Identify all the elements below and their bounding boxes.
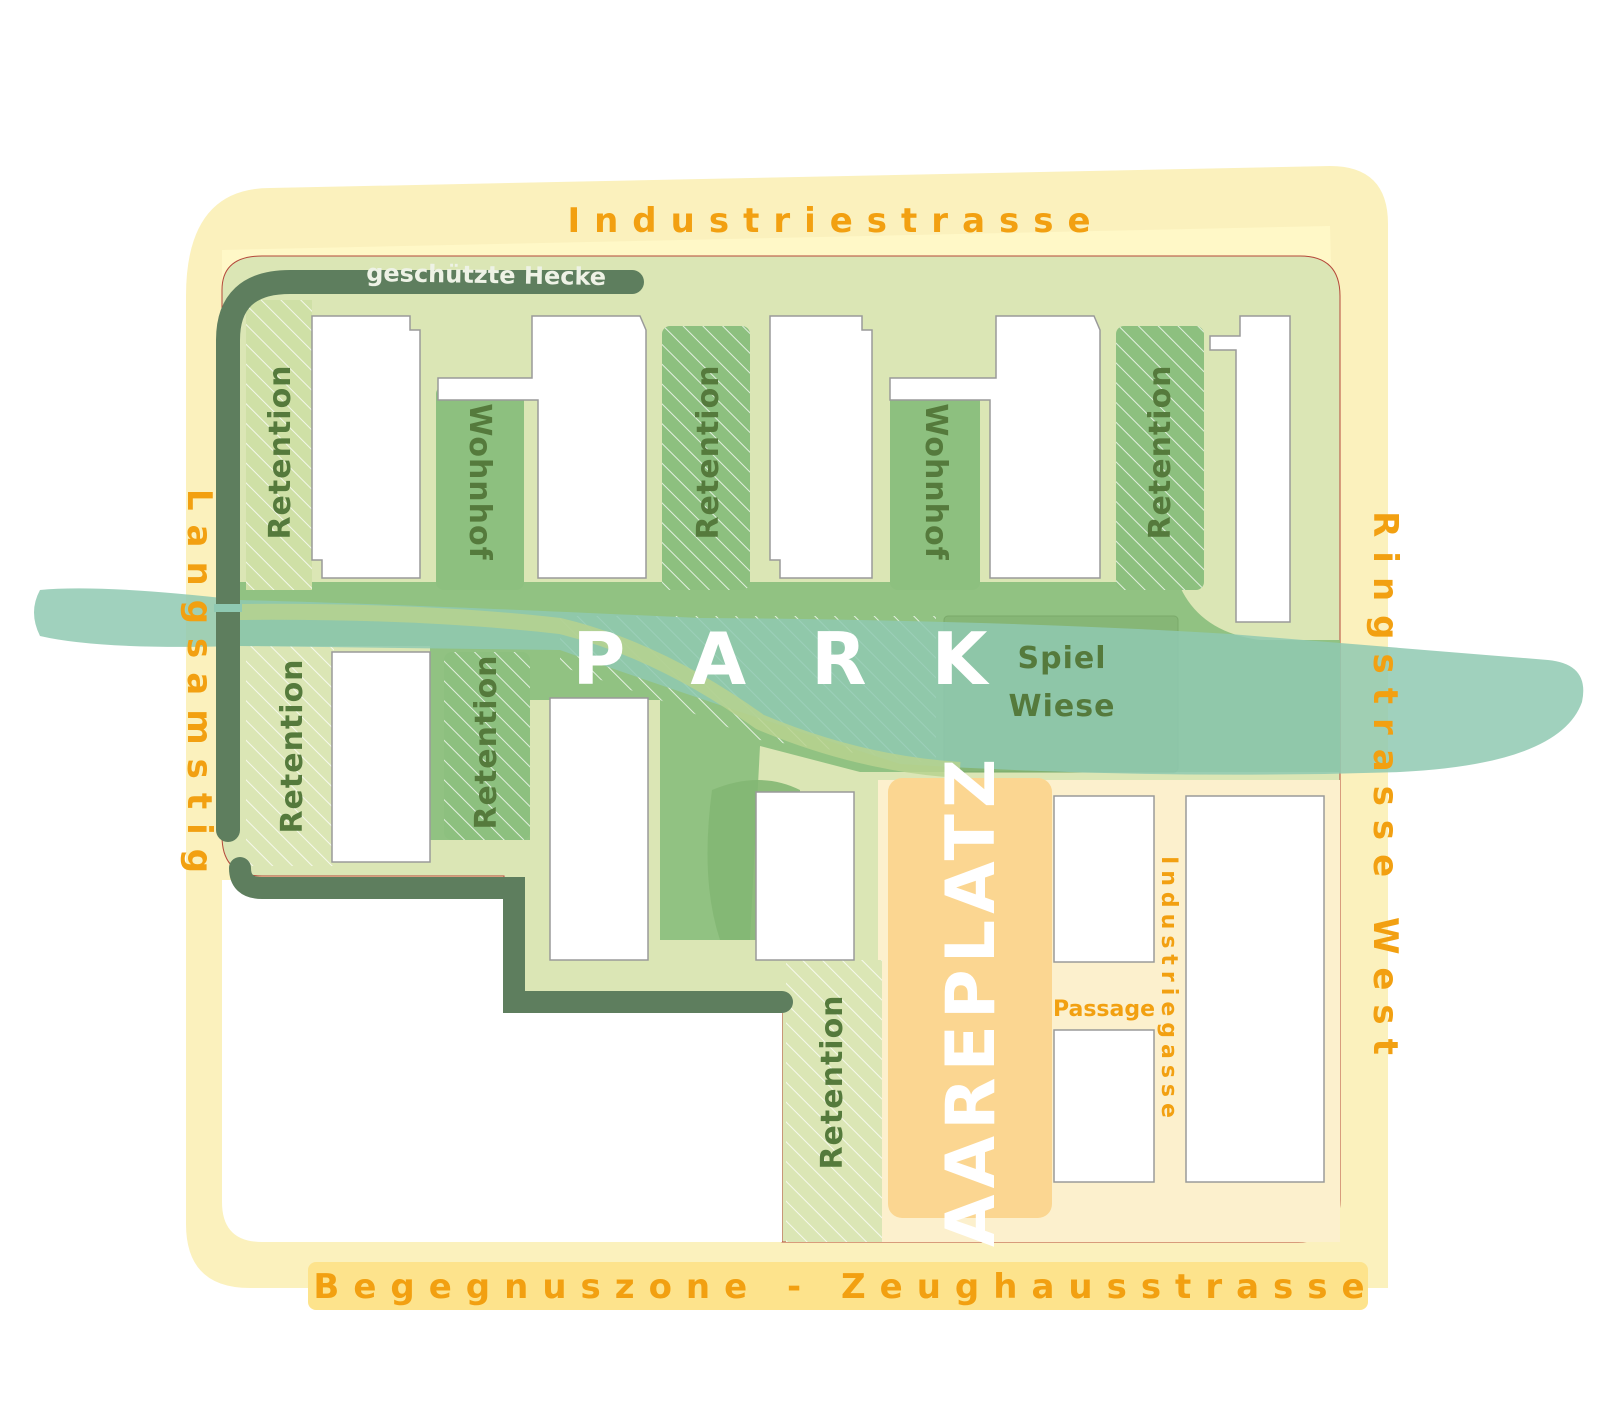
building-3 [769,315,873,579]
retention-label-2: Retention [691,364,726,539]
park-label: P A R K [573,617,1008,701]
courtyard-strip-1 [436,386,524,590]
retention-label-6: Retention [815,994,850,1169]
retention-strip-6-hatch [786,960,882,1242]
retention-label-3: Retention [1143,364,1178,539]
south-street-band [308,1262,1368,1310]
building-9 [1053,795,1155,963]
retention-strip-5-hatch [444,652,530,840]
passage-label: Passage [1053,997,1155,1022]
retention-strip-1-hatch [246,300,312,590]
street-label-south: Begegnuszone - Zeughausstrasse [313,1267,1378,1307]
street-label-east: Ringstrasse West [1365,511,1405,1069]
building-4 [889,315,1101,579]
retention-label-1: Retention [263,364,298,539]
lane-label: Industriegasse [1156,856,1181,1124]
retention-strip-4-hatch [246,646,334,866]
river [34,588,1584,775]
play-meadow-label-1: Spiel [1018,641,1107,676]
retention-strip-3-hatch [1116,326,1204,590]
courtyard-strip-2 [890,386,980,590]
play-meadow-label-2: Wiese [1009,689,1116,724]
buildings [311,315,1325,1183]
park-path [229,603,961,778]
hedge [216,270,644,842]
building-11 [1185,795,1325,1183]
retention-strip-2-hatch [662,326,750,590]
street-label-west: Langsamstig [179,489,219,887]
building-10 [1053,1029,1155,1183]
courtyard-label-1: Wohnhof [462,403,497,560]
retention-label-5: Retention [469,654,504,829]
aareplatz-label: AAREPLATZ [932,753,1011,1247]
street-label-north: Industriestrasse [567,201,1104,241]
building-7 [549,697,649,961]
southwest-open-area [222,880,782,1242]
courtyard-label-2: Wohnhof [918,403,953,560]
building-8 [755,791,855,961]
hedge-south [229,857,793,1013]
building-6 [331,651,431,863]
retention-label-4: Retention [275,658,310,833]
building-2 [437,315,647,579]
building-1 [311,315,421,579]
hedge-gap [214,604,242,612]
hedge-label: geschützte Hecke [366,259,606,291]
building-5 [1209,315,1291,623]
aareplatz-square [888,778,1052,1218]
